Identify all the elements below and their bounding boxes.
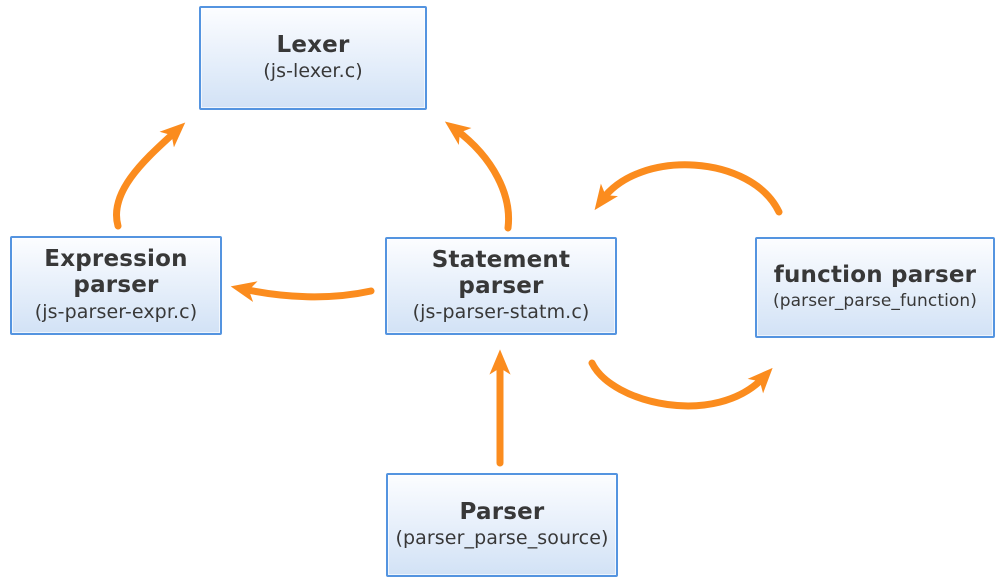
node-parser: Parser (parser_parse_source) <box>386 473 618 577</box>
node-expression-parser-title: Expression parser <box>44 246 188 299</box>
arrow-statement-parser-to-lexer <box>444 121 513 232</box>
node-lexer-title: Lexer <box>276 31 350 58</box>
node-statement-parser-subtitle: (js-parser-statm.c) <box>412 301 590 324</box>
node-statement-parser-title: Statement parser <box>431 246 571 299</box>
node-function-parser-title: function parser <box>773 262 977 289</box>
node-parser-title: Parser <box>459 498 545 525</box>
node-expression-parser-subtitle: (js-parser-expr.c) <box>34 300 198 323</box>
node-parser-subtitle: (parser_parse_source) <box>395 527 609 550</box>
arrow-statement-parser-to-expression-parser <box>230 281 375 302</box>
node-statement-parser: Statement parser (js-parser-statm.c) <box>385 237 617 335</box>
node-function-parser: function parser (parser_parse_function) <box>755 237 995 338</box>
node-function-parser-subtitle: (parser_parse_function) <box>772 291 978 312</box>
node-expression-parser: Expression parser (js-parser-expr.c) <box>10 236 222 335</box>
arrow-expression-parser-to-lexer <box>113 122 186 230</box>
node-lexer: Lexer (js-lexer.c) <box>199 6 427 110</box>
arrow-function-parser-to-statement-parser <box>594 161 783 216</box>
node-lexer-subtitle: (js-lexer.c) <box>263 60 363 83</box>
arrow-statement-parser-to-function-parser <box>588 359 773 410</box>
